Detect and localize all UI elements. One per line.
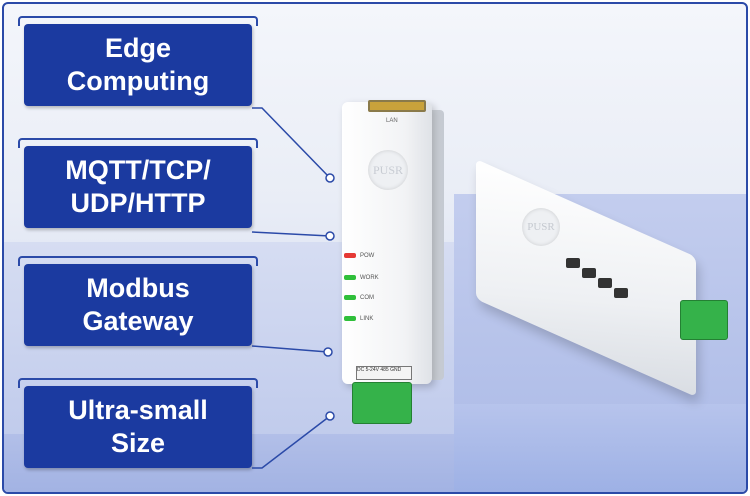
label-line: Modbus [86, 273, 190, 303]
ethernet-port [368, 100, 426, 112]
led-window [598, 278, 612, 288]
connector-line [252, 415, 331, 469]
device-vertical-body [342, 102, 432, 384]
label-line: UDP/HTTP [70, 188, 206, 218]
feature-label-modbus-gateway: Modbus Gateway [24, 264, 252, 346]
led-pow [344, 253, 356, 258]
led-work [344, 275, 356, 280]
led-window [566, 258, 580, 268]
feature-label-ultra-small-size: Ultra-small Size [24, 386, 252, 468]
terminal-block [680, 300, 728, 340]
led-link [344, 316, 356, 321]
terminal-label-strip: DC 5-24V 485 GND [356, 366, 412, 380]
led-label: WORK [360, 275, 379, 281]
connector-dot [325, 173, 335, 183]
connector-dot [325, 231, 335, 241]
led-label: LINK [360, 316, 374, 322]
led-window [614, 288, 628, 298]
terminal-label: 485 [380, 367, 389, 373]
label-line: Gateway [82, 306, 194, 336]
label-bracket [18, 256, 258, 266]
brand-logo: PUSR [522, 208, 560, 246]
led-label: COM [360, 295, 374, 301]
connector-dot [325, 411, 335, 421]
connector-dot [323, 347, 333, 357]
label-line: Edge [104, 33, 171, 63]
label-line: MQTT/TCP/ [65, 155, 211, 185]
label-bracket [18, 378, 258, 388]
terminal-label: DC 5-24V [357, 367, 379, 373]
terminal-block [352, 382, 412, 424]
led-window [582, 268, 596, 278]
connector-line [252, 107, 331, 179]
connector-line [251, 345, 329, 353]
connector-line [251, 231, 331, 237]
device-side-panel [428, 110, 444, 380]
label-line: Computing [66, 66, 210, 96]
label-bracket [18, 16, 258, 26]
brand-logo: PUSR [368, 150, 408, 190]
led-com [344, 295, 356, 300]
port-label: LAN [386, 118, 398, 124]
feature-label-edge-computing: Edge Computing [24, 24, 252, 106]
label-bracket [18, 138, 258, 148]
label-line: Ultra-small [68, 395, 208, 425]
background-floor [454, 404, 746, 492]
feature-label-protocols: MQTT/TCP/ UDP/HTTP [24, 146, 252, 228]
terminal-label: GND [390, 367, 402, 373]
label-line: Size [110, 428, 166, 458]
led-label: POW [360, 253, 375, 259]
